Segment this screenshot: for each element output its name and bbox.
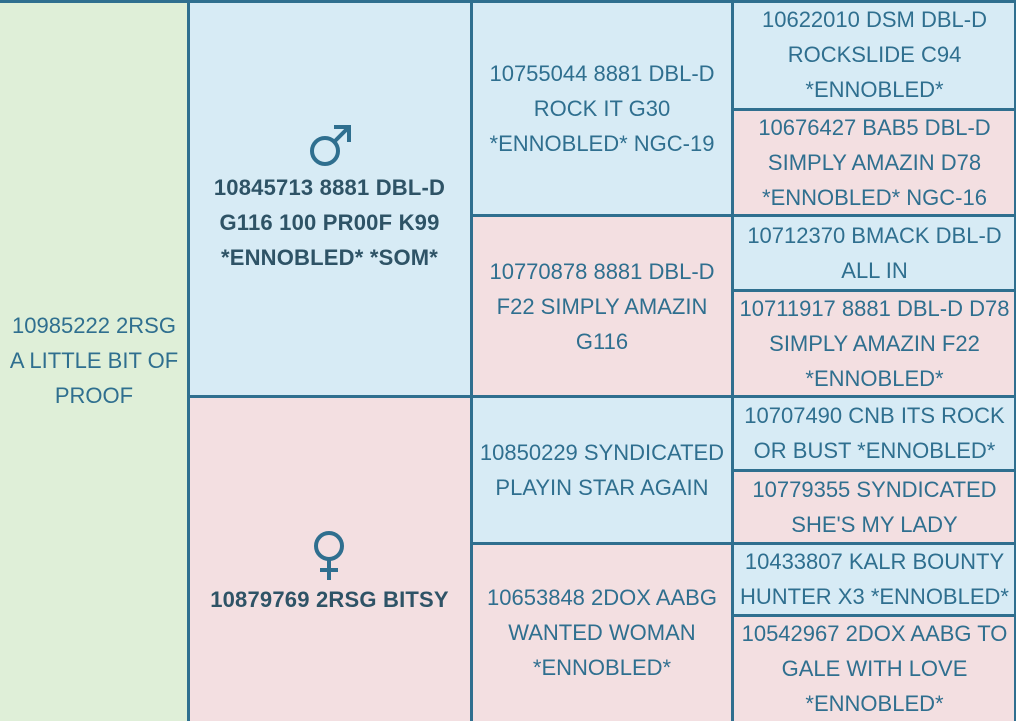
sire-name: 10845713 8881 DBL-D G116 100 PR00F K99 *… <box>213 174 446 270</box>
great-grandparent-dss-name: 10707490 CNB ITS ROCK OR BUST *ENNOBLED* <box>744 403 1005 463</box>
row-divider-ggp-3 <box>731 289 1016 292</box>
great-grandparent-ddd-name: 10542967 2DOX AABG TO GALE WITH LOVE *EN… <box>741 620 1008 716</box>
great-grandparent-ddd-cell[interactable]: 10542967 2DOX AABG TO GALE WITH LOVE *EN… <box>733 615 1016 721</box>
row-divider-parents <box>187 395 1016 398</box>
column-divider-2 <box>470 0 473 721</box>
great-grandparent-sds-cell[interactable]: 10712370 BMACK DBL-D ALL IN <box>733 216 1016 290</box>
column-divider-1 <box>187 0 190 721</box>
row-divider-ggp-5 <box>731 469 1016 472</box>
great-grandparent-sss-cell[interactable]: 10622010 DSM DBL-D ROCKSLIDE C94 *ENNOBL… <box>733 0 1016 109</box>
sire-cell[interactable]: 10845713 8881 DBL-D G116 100 PR00F K99 *… <box>188 0 471 396</box>
great-grandparent-dsd-name: 10779355 SYNDICATED SHE'S MY LADY <box>752 476 997 537</box>
row-divider-ggp-1 <box>731 108 1016 111</box>
female-symbol-icon <box>314 531 345 580</box>
grandsire-maternal-cell[interactable]: 10850229 SYNDICATED PLAYIN STAR AGAIN <box>471 396 733 543</box>
great-grandparent-sss-name: 10622010 DSM DBL-D ROCKSLIDE C94 *ENNOBL… <box>761 7 987 102</box>
column-divider-3 <box>731 0 734 721</box>
dam-cell[interactable]: 10879769 2RSG BITSY <box>188 396 471 721</box>
row-divider-sire-grandparents <box>470 214 1016 217</box>
great-grandparent-dds-cell[interactable]: 10433807 KALR BOUNTY HUNTER X3 *ENNOBLED… <box>733 543 1016 615</box>
granddam-maternal-cell[interactable]: 10653848 2DOX AABG WANTED WOMAN *ENNOBLE… <box>471 543 733 721</box>
great-grandparent-sds-name: 10712370 BMACK DBL-D ALL IN <box>747 223 1002 283</box>
right-border <box>1014 0 1016 721</box>
granddam-maternal-name: 10653848 2DOX AABG WANTED WOMAN *ENNOBLE… <box>487 584 717 680</box>
grandsire-paternal-name: 10755044 8881 DBL-D ROCK IT G30 *ENNOBLE… <box>489 60 715 156</box>
great-grandparent-dsd-cell[interactable]: 10779355 SYNDICATED SHE'S MY LADY <box>733 470 1016 543</box>
row-divider-ggp-7 <box>731 614 1016 617</box>
male-symbol-icon <box>309 124 351 166</box>
great-grandparent-sdd-name: 10711917 8881 DBL-D D78 SIMPLY AMAZIN F2… <box>739 295 1010 391</box>
grandsire-maternal-name: 10850229 SYNDICATED PLAYIN STAR AGAIN <box>479 439 725 500</box>
great-grandparent-dss-cell[interactable]: 10707490 CNB ITS ROCK OR BUST *ENNOBLED* <box>733 396 1016 470</box>
top-border <box>0 0 1016 3</box>
row-divider-dam-grandparents <box>470 542 1016 545</box>
subject-name: 10985222 2RSG A LITTLE BIT OF PROOF <box>9 313 179 408</box>
great-grandparent-dds-name: 10433807 KALR BOUNTY HUNTER X3 *ENNOBLED… <box>740 549 1009 609</box>
great-grandparent-sdd-cell[interactable]: 10711917 8881 DBL-D D78 SIMPLY AMAZIN F2… <box>733 290 1016 396</box>
granddam-paternal-cell[interactable]: 10770878 8881 DBL-D F22 SIMPLY AMAZIN G1… <box>471 216 733 396</box>
great-grandparent-ssd-cell[interactable]: 10676427 BAB5 DBL-D SIMPLY AMAZIN D78 *E… <box>733 109 1016 216</box>
granddam-paternal-name: 10770878 8881 DBL-D F22 SIMPLY AMAZIN G1… <box>489 258 715 354</box>
subject-cell[interactable]: 10985222 2RSG A LITTLE BIT OF PROOF <box>0 0 188 721</box>
grandsire-paternal-cell[interactable]: 10755044 8881 DBL-D ROCK IT G30 *ENNOBLE… <box>471 0 733 216</box>
dam-name: 10879769 2RSG BITSY <box>210 587 449 612</box>
great-grandparent-ssd-name: 10676427 BAB5 DBL-D SIMPLY AMAZIN D78 *E… <box>758 115 991 210</box>
